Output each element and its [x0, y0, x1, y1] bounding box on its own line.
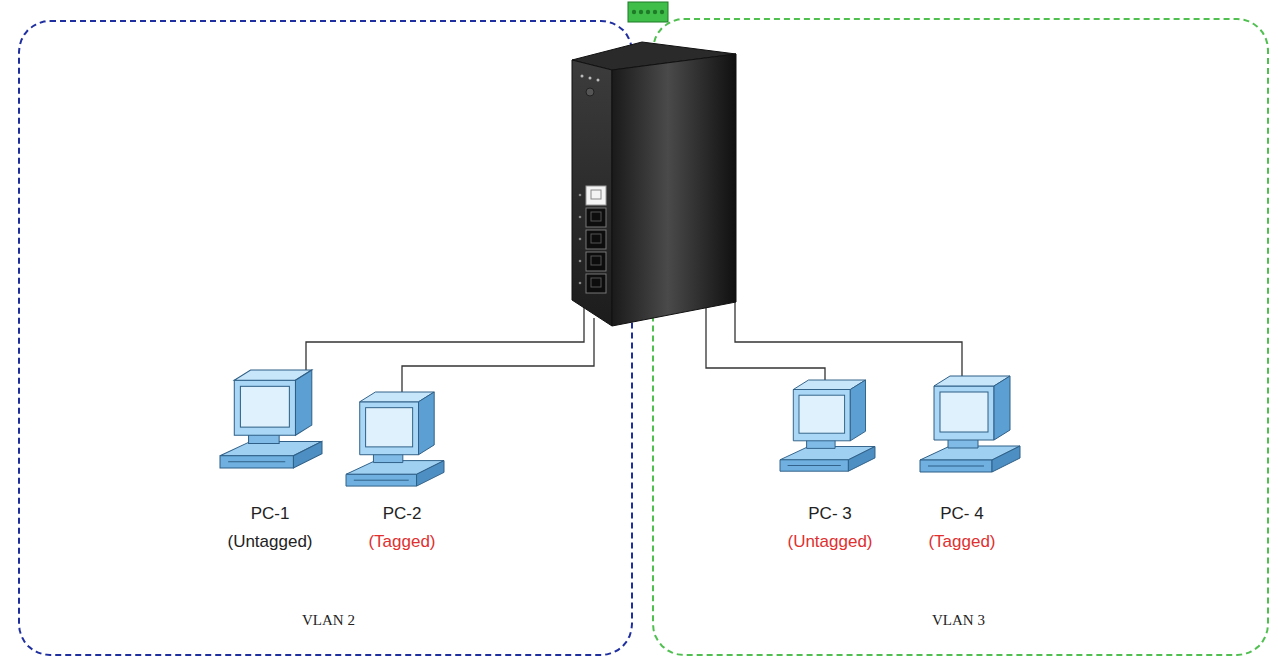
port [586, 230, 606, 249]
pc-icon [220, 370, 322, 468]
tag-mode: (Untagged) [787, 528, 872, 556]
vlan-region: VLAN 3 PC- 3(Untagged) PC- 4(Tagged) [652, 18, 1269, 656]
pc-icon [780, 380, 875, 471]
port-jack [591, 212, 601, 221]
port [586, 186, 606, 205]
pc-node: PC- 4(Tagged) [924, 500, 999, 556]
wire [402, 318, 594, 392]
port-jack [591, 256, 601, 265]
ethernet-ports [579, 186, 606, 293]
port-jack [591, 190, 601, 199]
tag-mode: (Tagged) [368, 528, 435, 556]
pc-icon [920, 376, 1020, 472]
pc-node: PC- 3(Untagged) [783, 500, 876, 556]
reset-button [586, 88, 594, 96]
pc-icon [346, 392, 444, 486]
switch-side [612, 54, 736, 326]
port-jack [591, 234, 601, 243]
wire [306, 300, 584, 372]
network-wires [306, 296, 962, 392]
pc-name: PC- 3 [787, 500, 872, 528]
port-jack [591, 278, 601, 287]
switch-top [572, 42, 736, 70]
pc-name: PC- 4 [928, 500, 995, 528]
vlan-label: VLAN 3 [932, 612, 985, 629]
port-led [579, 260, 582, 263]
pc-name: PC-2 [368, 500, 435, 528]
port [586, 252, 606, 271]
port [586, 208, 606, 227]
pc-node: PC-2(Tagged) [364, 500, 439, 556]
port [586, 274, 606, 293]
tag-mode: (Untagged) [227, 528, 312, 556]
wire [735, 296, 962, 378]
wire [706, 300, 825, 380]
pc-name: PC-1 [227, 500, 312, 528]
vlan-region: VLAN 2 PC-1(Untagged) PC-2(Tagged) [18, 20, 633, 656]
tag-mode: (Tagged) [928, 528, 995, 556]
port-led [579, 216, 582, 219]
port-led [579, 282, 582, 285]
pc-node: PC-1(Untagged) [223, 500, 316, 556]
switch-front [572, 60, 612, 326]
vlan-label: VLAN 2 [302, 612, 355, 629]
port-led [579, 238, 582, 241]
terminal-block [628, 2, 668, 22]
status-leds [581, 75, 600, 82]
pc-icons [220, 370, 1020, 486]
terminal-screws [632, 10, 664, 14]
port-led [579, 194, 582, 197]
